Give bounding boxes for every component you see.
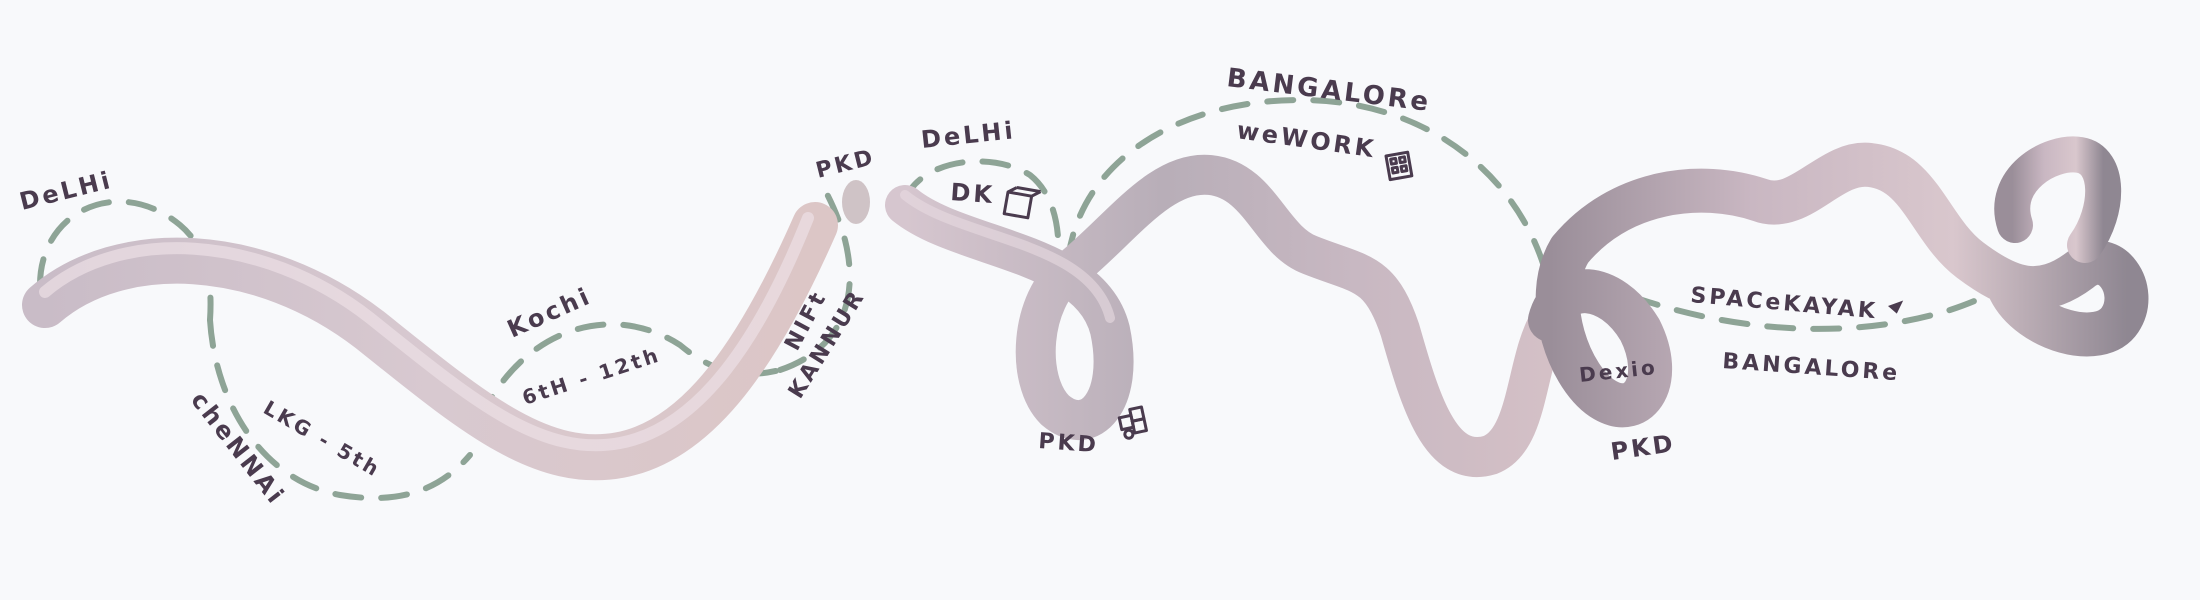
ribbon-segment-2 xyxy=(885,154,1570,477)
label-delhi-1: DeLHi xyxy=(17,166,116,216)
label-kochi: Kochi xyxy=(503,282,596,344)
spacekayak-arrow-icon xyxy=(1888,300,1904,314)
dashed-path-kochi xyxy=(477,321,783,423)
dashed-path-pkd-kannur xyxy=(777,187,853,373)
label-grade-6-12: 6tH - 12th xyxy=(519,342,663,409)
label-wework: weWORK xyxy=(1235,116,1378,163)
dashed-path-delhi-2 xyxy=(902,158,1062,263)
building-icon xyxy=(1002,186,1042,220)
building-icon xyxy=(1384,150,1414,182)
ribbon-fragment xyxy=(842,180,870,224)
label-pkd-2: PKD xyxy=(1038,429,1100,458)
label-delhi-2: DeLHi xyxy=(920,116,1017,154)
dashed-path-chennai xyxy=(207,317,473,501)
label-dk: DK xyxy=(950,178,996,209)
ribbon-segment-1 xyxy=(22,202,838,481)
label-bangalore-2: BANGALORe xyxy=(1722,349,1901,386)
label-spacekayak: SPACeKAYAK xyxy=(1689,283,1878,324)
ribbon-segment-3 xyxy=(1528,136,2149,428)
puzzle-icon xyxy=(1117,405,1148,440)
dashed-path-delhi xyxy=(37,198,214,323)
label-lkg-5th: LKG - 5th xyxy=(260,396,386,483)
dashed-path-bangalore xyxy=(1065,96,1553,293)
label-bangalore-1: BANGALORe xyxy=(1225,63,1433,118)
label-pkd-3: PKD xyxy=(1609,429,1677,466)
dashed-path-spacekayak xyxy=(1587,277,2013,332)
label-pkd-1: PKD xyxy=(813,145,878,184)
